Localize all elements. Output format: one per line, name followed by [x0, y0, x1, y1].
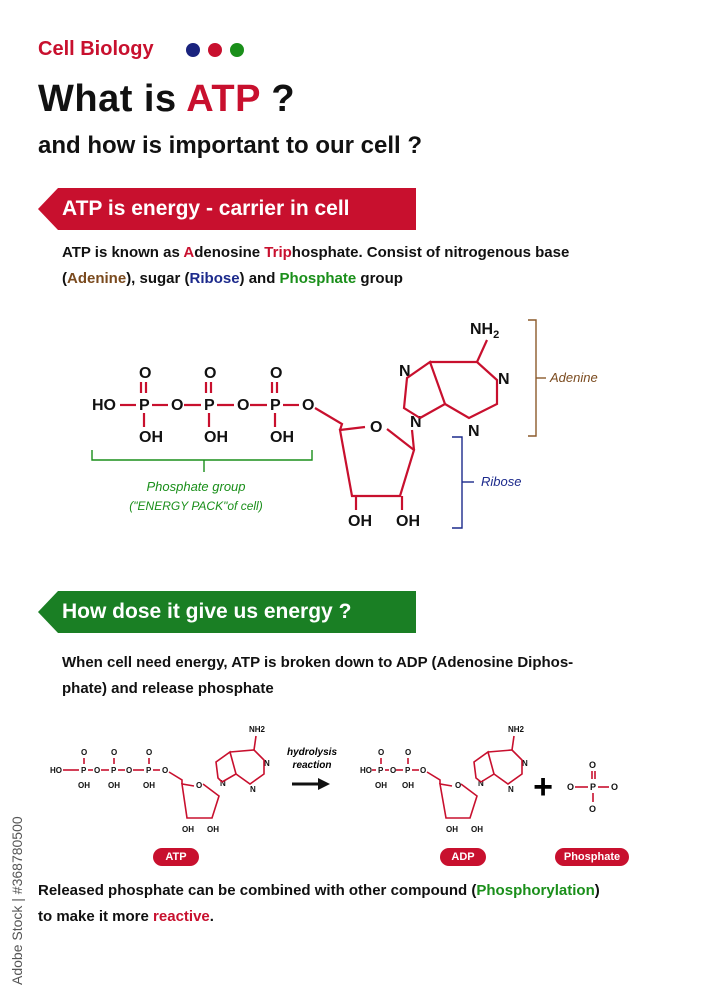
svg-text:N: N: [508, 785, 514, 794]
page-subtitle: and how is important to our cell ?: [38, 132, 423, 159]
dot-green: [230, 43, 244, 57]
svg-text:O: O: [94, 766, 100, 775]
svg-text:O: O: [378, 748, 384, 757]
oh-ribose-1: OH: [348, 513, 372, 530]
svg-text:OH: OH: [402, 781, 414, 790]
oxygen-bridge-1: O: [171, 397, 183, 414]
svg-text:NH2: NH2: [508, 725, 525, 734]
ring-oxygen: O: [370, 419, 382, 436]
svg-text:N: N: [250, 785, 256, 794]
plus-sign: +: [533, 768, 553, 806]
svg-text:OH: OH: [207, 825, 219, 834]
svg-text:O: O: [405, 748, 411, 757]
svg-text:OH: OH: [375, 781, 387, 790]
svg-text:N: N: [220, 779, 226, 788]
hydrolysis-description: When cell need energy, ATP is broken dow…: [62, 654, 574, 697]
oxygen-bridge-2: O: [237, 397, 249, 414]
svg-text:P: P: [81, 766, 87, 775]
hydrolysis-label-line2: reaction: [293, 760, 332, 771]
conclusion-text: Released phosphate can be combined with …: [38, 882, 600, 925]
oxygen-top-3: O: [270, 365, 282, 382]
svg-text:OH: OH: [471, 825, 483, 834]
svg-text:N: N: [478, 779, 484, 788]
svg-text:O: O: [126, 766, 132, 775]
svg-text:HO: HO: [360, 766, 372, 775]
oh-ribose-2: OH: [396, 513, 420, 530]
nh2-label: NH2: [470, 321, 499, 341]
atp-mini-structure: HO P O OH O P O OH O P O OH O O OH OH NH…: [50, 725, 270, 834]
svg-text:N: N: [522, 759, 528, 768]
phosphate-group-label: Phosphate group: [146, 479, 245, 494]
svg-text:O: O: [196, 781, 202, 790]
oh-3: OH: [270, 429, 294, 446]
svg-text:P: P: [146, 766, 152, 775]
svg-text:O: O: [611, 782, 618, 792]
svg-text:O: O: [567, 782, 574, 792]
svg-text:O: O: [390, 766, 396, 775]
phosphorus-1: P: [139, 397, 150, 414]
reaction-arrow: [292, 778, 330, 790]
atp-structure-diagram: HO P O OH O P O OH O P O OH O O OH OH N …: [91, 319, 598, 530]
svg-text:NH2: NH2: [249, 725, 266, 734]
svg-text:OH: OH: [108, 781, 120, 790]
svg-text:O: O: [589, 804, 596, 814]
nitrogen-7: N: [399, 363, 411, 380]
svg-text:P: P: [378, 766, 384, 775]
atp-description: ATP is known as Adenosine Triphosphate. …: [62, 244, 570, 287]
svg-text:O: O: [81, 748, 87, 757]
svg-text:O: O: [111, 748, 117, 757]
svg-text:OH: OH: [143, 781, 155, 790]
oxygen-top-1: O: [139, 365, 151, 382]
energy-pack-label: ("ENERGY PACK"of cell): [129, 499, 262, 513]
hydrolysis-label-line1: hydrolysis: [287, 747, 337, 758]
svg-text:OH: OH: [78, 781, 90, 790]
oh-2: OH: [204, 429, 228, 446]
phosphate-mini-structure: O O P O O: [567, 760, 618, 814]
phosphorus-2: P: [204, 397, 215, 414]
dot-red: [208, 43, 222, 57]
oh-1: OH: [139, 429, 163, 446]
stock-watermark: Adobe Stock | #368780500: [9, 816, 25, 985]
svg-text:HO: HO: [50, 766, 62, 775]
svg-text:O: O: [420, 766, 426, 775]
adp-pill-label: ADP: [440, 848, 486, 866]
nitrogen-3: N: [468, 423, 480, 440]
svg-text:P: P: [405, 766, 411, 775]
svg-text:O: O: [455, 781, 461, 790]
ho-label: HO: [92, 397, 116, 414]
svg-text:N: N: [264, 759, 270, 768]
svg-text:P: P: [111, 766, 117, 775]
oxygen-bridge-3: O: [302, 397, 314, 414]
nitrogen-1: N: [498, 371, 510, 388]
section-banner-energy: How dose it give us energy ?: [38, 591, 416, 633]
svg-text:O: O: [589, 760, 596, 770]
nitrogen-9: N: [410, 414, 422, 431]
adenine-label: Adenine: [549, 370, 598, 385]
oxygen-top-2: O: [204, 365, 216, 382]
svg-text:Adobe Stock | #368780500: Adobe Stock | #368780500: [9, 816, 25, 985]
section-banner-atp: ATP is energy - carrier in cell: [38, 188, 416, 230]
svg-text:O: O: [146, 748, 152, 757]
ribose-label: Ribose: [481, 474, 521, 489]
phosphate-pill-label: Phosphate: [555, 848, 629, 866]
svg-text:OH: OH: [182, 825, 194, 834]
topic-label: Cell Biology: [38, 38, 154, 60]
svg-text:OH: OH: [446, 825, 458, 834]
adp-mini-structure: HO P O OH O P O OH O O OH OH NH2 N N N: [360, 725, 528, 834]
svg-text:P: P: [590, 782, 596, 792]
page-title: What is ATP ?: [38, 78, 296, 120]
atp-pill-label: ATP: [153, 848, 199, 866]
svg-text:O: O: [162, 766, 168, 775]
topic-dots: [186, 43, 244, 57]
phosphorus-3: P: [270, 397, 281, 414]
hydrolysis-reaction-diagram: HO P O OH O P O OH O P O OH O O OH OH NH…: [50, 725, 618, 834]
dot-blue: [186, 43, 200, 57]
